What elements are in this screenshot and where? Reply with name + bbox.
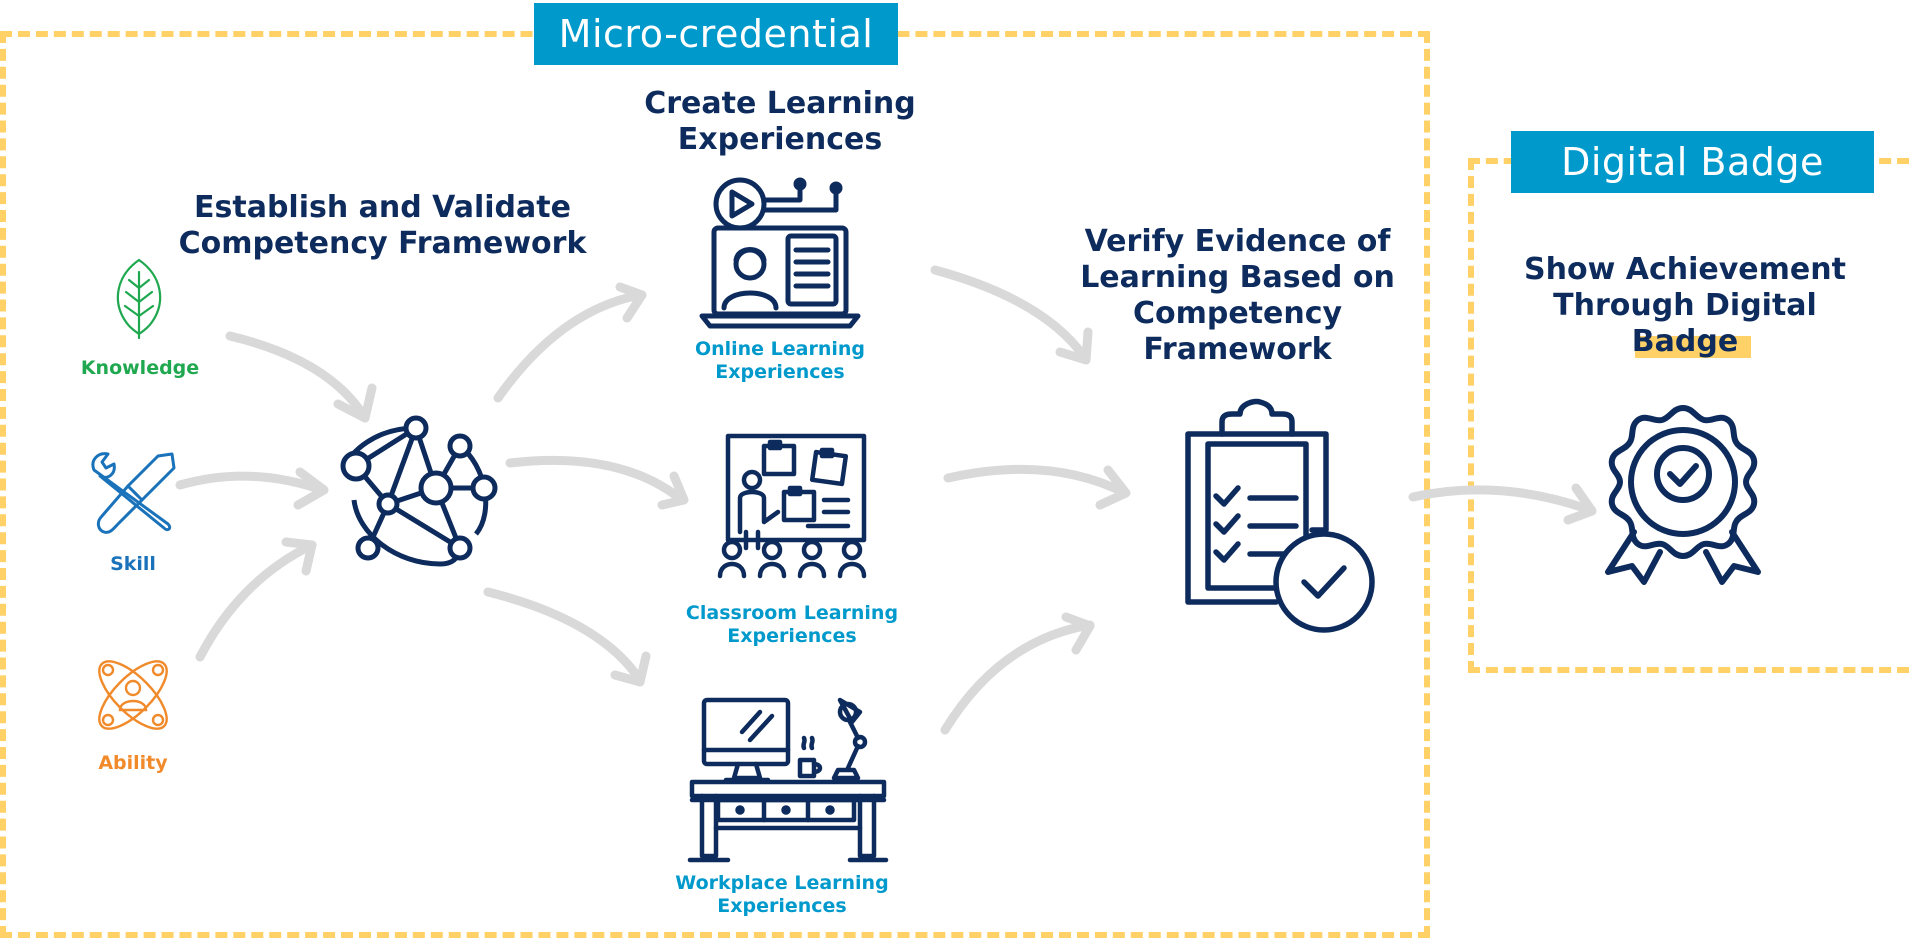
verify-heading: Verify Evidence of Learning Based on Com… [1080, 224, 1395, 367]
tools-icon [91, 452, 176, 534]
arrow-skill-to-network [175, 467, 329, 510]
badge-rosette-icon [1605, 405, 1761, 585]
atom-person-icon [98, 660, 168, 730]
clipboard-check-icon [1185, 398, 1375, 633]
knowledge-label: Knowledge [80, 357, 200, 379]
workplace-desk-icon [687, 697, 889, 863]
framework-heading: Establish and Validate Competency Framew… [178, 190, 587, 261]
online-learning-icon [699, 177, 861, 329]
arrow-network-to-online [493, 282, 647, 403]
arrow-network-to-classroom [505, 455, 689, 510]
digital-badge-heading: Show Achievement Through Digital Badge [1524, 252, 1846, 359]
online-learning-label: Online Learning Experiences [694, 338, 866, 383]
ability-label: Ability [98, 752, 168, 774]
badge-word-highlight [1635, 336, 1751, 358]
classroom-icon [717, 433, 867, 579]
arrow-verify-to-badge [1408, 483, 1597, 525]
arrow-ability-to-network [195, 537, 317, 662]
learning-heading: Create Learning Experiences [644, 86, 916, 157]
arrow-workplace-to-verify [940, 612, 1095, 735]
skill-label: Skill [110, 553, 156, 575]
arrow-network-to-workplace [483, 587, 651, 687]
workplace-learning-label: Workplace Learning Experiences [675, 872, 889, 917]
classroom-learning-label: Classroom Learning Experiences [685, 602, 899, 647]
arrow-knowledge-to-network [225, 331, 377, 423]
network-icon [340, 415, 498, 567]
leaf-icon [116, 258, 162, 340]
digital-badge-tag: Digital Badge [1511, 131, 1874, 193]
arrow-online-to-verify [930, 265, 1093, 365]
arrow-classroom-to-verify [943, 464, 1131, 510]
micro-credential-tag: Micro-credential [534, 3, 898, 65]
